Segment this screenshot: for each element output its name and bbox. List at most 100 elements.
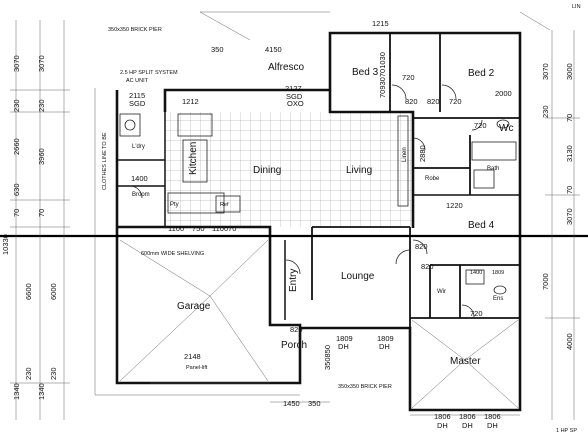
dim-1809-b: 1809 [377, 334, 394, 343]
dim-left-6600: 6600 [24, 283, 33, 300]
dim-dh-d: DH [462, 421, 473, 430]
dim-720-bed2: 720 [449, 97, 462, 106]
dim-1809-ens: 1809 [492, 270, 504, 276]
room-label-entry: Entry [288, 269, 299, 292]
dim-1450: 1450 [283, 399, 300, 408]
room-label-bed-4: Bed 4 [468, 220, 495, 231]
dim-820-a: 820 [405, 97, 418, 106]
room-label-bed-3: Bed 3 [352, 67, 379, 78]
dim-1806-a: 1806 [434, 412, 451, 421]
note-panel-lift: Panel-lift [186, 365, 208, 371]
kitchen-fixtures [119, 113, 409, 214]
dim-dh-a: DH [338, 342, 349, 351]
dim-right-3070: 3070 [541, 63, 550, 80]
room-label-lounge: Lounge [341, 271, 375, 282]
dim-2115: 2115 [129, 91, 145, 100]
dim-2000: 2000 [495, 89, 512, 98]
room-label-robe: Robe [425, 176, 440, 182]
dim-left-3960: 3960 [37, 148, 46, 165]
dim-right-3070-b: 3070 [565, 208, 574, 225]
room-label-porch: Porch [281, 340, 307, 351]
dim-sgd-b: SGD [286, 92, 303, 101]
internal-walls [117, 33, 520, 328]
dim-right-70-a: 70 [565, 114, 574, 122]
dim-110070: 110070 [212, 224, 236, 233]
dim-right-7000: 7000 [541, 273, 550, 290]
dim-350-bottom: 350 [308, 399, 321, 408]
note-brick-pier-bottom: 350x350 BRICK PIER [338, 384, 392, 390]
room-label-dining: Dining [253, 165, 281, 176]
room-label-wir: Wir [437, 289, 446, 295]
room-label-living: Living [346, 165, 372, 176]
dim-1215-top: 1215 [372, 19, 389, 28]
dim-2880: 2880 [418, 145, 427, 162]
note-shelving: 600mm WIDE SHELVING [141, 251, 204, 257]
dim-1100: 1100 [168, 224, 184, 233]
room-label-garage: Garage [177, 301, 211, 312]
right-dimension-lines [545, 30, 580, 420]
dim-left-1340-a: 1340 [12, 383, 21, 400]
dim-left-6000: 6000 [49, 283, 58, 300]
dim-right-230: 230 [541, 105, 550, 118]
dim-left-2660: 2660 [12, 138, 21, 155]
dim-7093: 70930701030 [378, 52, 387, 98]
note-hp-split-bottom: 1 HP SP [556, 428, 577, 434]
master-roof-lines [411, 319, 519, 409]
dim-dh-b: DH [379, 342, 390, 351]
note-linear: LIN [572, 4, 581, 10]
dim-820-b: 820 [427, 97, 440, 106]
dim-1400: 1400 [131, 174, 148, 183]
dim-dh-c: DH [437, 421, 448, 430]
room-label-bed-2: Bed 2 [468, 68, 495, 79]
left-dimension-lines [10, 20, 70, 420]
dim-4150: 4150 [265, 45, 282, 54]
dim-left-230-c: 230 [24, 367, 33, 380]
tiled-floor-area [165, 112, 413, 227]
dim-820-lounge: 820 [421, 262, 434, 271]
dim-left-70-b: 70 [37, 209, 46, 217]
dim-1809-a: 1809 [336, 334, 353, 343]
dim-right-3130: 3130 [565, 145, 574, 162]
dim-left-630: 630 [12, 183, 21, 196]
dim-right-3000: 3000 [565, 63, 574, 80]
dim-720-wc: 720 [474, 121, 487, 130]
room-label-pantry: Pty [170, 202, 179, 208]
room-label-wc: Wc [499, 123, 513, 134]
dim-oxo: OXO [287, 99, 304, 108]
dim-left-3070-b: 3070 [37, 55, 46, 72]
bottom-dimension-lines [270, 401, 520, 416]
dim-2148: 2148 [184, 352, 201, 361]
dim-left-10330: 10330 [1, 234, 10, 255]
door-swings [129, 84, 483, 318]
dim-right-70-b: 70 [565, 186, 574, 194]
dim-left-230-b: 230 [37, 99, 46, 112]
room-label-master: Master [450, 356, 481, 367]
dim-1806-b: 1806 [459, 412, 476, 421]
room-label-laundry: L'dry [132, 144, 145, 150]
external-walls [115, 31, 522, 412]
room-label-broom: Broom [132, 192, 150, 198]
dim-1806-c: 1806 [484, 412, 501, 421]
note-split-system: 2.5 HP SPLIT SYSTEM [120, 70, 178, 76]
note-clothes-line: CLOTHES LINE TO BE [102, 132, 108, 190]
note-brick-pier-top: 350x350 BRICK PIER [108, 27, 162, 33]
room-label-ens: Ens [493, 296, 503, 302]
room-label-bath: Bath [487, 166, 499, 172]
bathroom-fixtures [465, 119, 517, 295]
dim-left-1340-b: 1340 [37, 383, 46, 400]
room-label-kitchen: Kitchen [188, 142, 199, 175]
dim-720-bed3: 720 [402, 73, 415, 82]
dim-left-230-d: 230 [49, 367, 58, 380]
dim-sgd-a: SGD [129, 99, 146, 108]
dim-right-4000: 4000 [565, 333, 574, 350]
dim-750: 750 [192, 224, 205, 233]
dim-820-porch: 820 [290, 325, 303, 334]
room-label-linen: Linen [402, 147, 408, 162]
garage-roof-lines [119, 239, 270, 384]
dim-1220: 1220 [446, 201, 463, 210]
dim-left-3070-a: 3070 [12, 55, 21, 72]
room-label-fridge: Ref [220, 202, 229, 208]
dim-350850: 350850 [323, 345, 332, 370]
